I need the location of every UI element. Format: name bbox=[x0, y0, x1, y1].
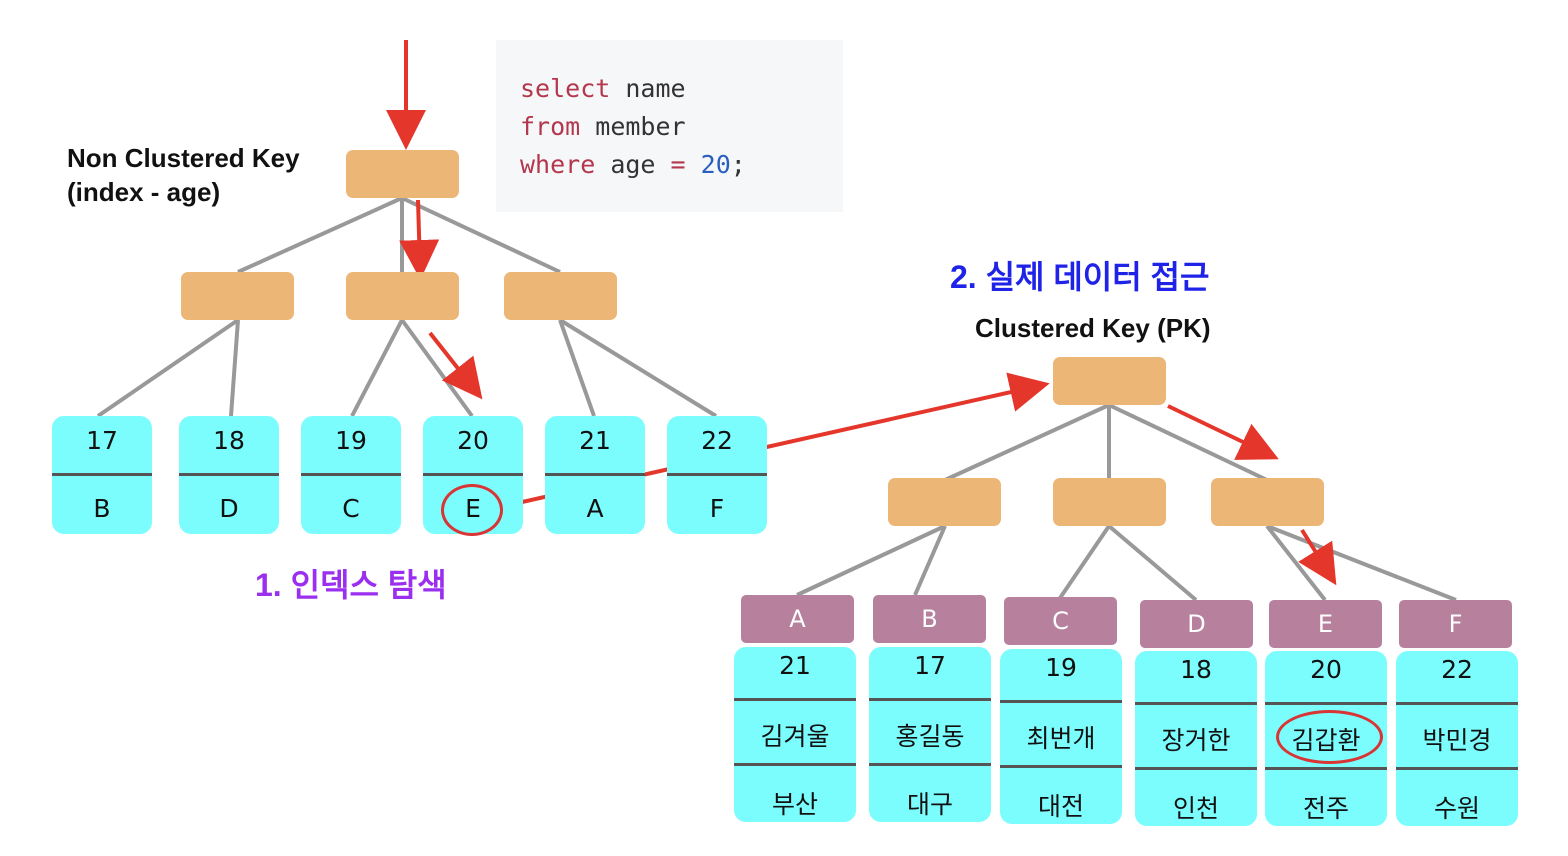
row-age: 21 bbox=[779, 651, 811, 680]
row-name: 김겨울 bbox=[760, 722, 830, 751]
row-city: 인천 bbox=[1172, 794, 1219, 823]
nonclustered-edges bbox=[96, 196, 718, 418]
data-row: 17 홍길동 대구 bbox=[869, 647, 991, 822]
row-city: 대전 bbox=[1037, 792, 1084, 821]
index-leaf: 22 F bbox=[667, 416, 767, 534]
step1-label: 1. 인덱스 탐색 bbox=[255, 567, 447, 603]
leaf-value: B bbox=[93, 494, 111, 523]
sql-text: name bbox=[610, 74, 686, 103]
sql-operator: = bbox=[670, 150, 686, 179]
row-city: 부산 bbox=[771, 790, 818, 819]
sql-keyword: select bbox=[520, 74, 611, 103]
nonclustered-branch-node bbox=[181, 272, 294, 320]
data-row: 21 김겨울 부산 bbox=[734, 647, 856, 822]
leaf-key: 21 bbox=[579, 426, 611, 455]
sql-keyword: from bbox=[520, 112, 581, 141]
row-age: 19 bbox=[1045, 653, 1077, 682]
pk-label: C bbox=[1004, 597, 1117, 645]
data-row: 19 최번개 대전 bbox=[1000, 649, 1122, 824]
step2-label: 2. 실제 데이터 접근 bbox=[950, 259, 1210, 295]
nonclustered-branch-node bbox=[346, 272, 459, 320]
row-age: 18 bbox=[1180, 655, 1212, 684]
row-city: 대구 bbox=[906, 790, 953, 819]
leaf-value: D bbox=[219, 494, 239, 523]
highlight-circle-row bbox=[1276, 710, 1383, 764]
sql-text: member bbox=[580, 112, 686, 141]
data-row: 18 장거한 인천 bbox=[1135, 651, 1257, 826]
clustered-edges bbox=[796, 403, 1457, 602]
pk-label: F bbox=[1399, 600, 1512, 648]
nonclustered-title: Non Clustered Key (index - age) bbox=[67, 141, 300, 209]
nonclustered-title-line1: Non Clustered Key bbox=[67, 143, 300, 173]
leaf-key: 22 bbox=[701, 426, 733, 455]
sql-line-select: select name bbox=[520, 70, 843, 108]
index-leaf: 18 D bbox=[179, 416, 279, 534]
clustered-branch-node bbox=[1053, 478, 1166, 526]
leaf-value: C bbox=[342, 494, 360, 523]
data-row: 22 박민경 수원 bbox=[1396, 651, 1518, 826]
sql-line-from: from member bbox=[520, 108, 843, 146]
highlight-circle-index bbox=[441, 484, 503, 536]
clustered-root-node bbox=[1053, 357, 1166, 405]
index-leaf: 21 A bbox=[545, 416, 645, 534]
nonclustered-root-node bbox=[346, 150, 459, 198]
clustered-branch-node bbox=[888, 478, 1001, 526]
sql-text: ; bbox=[730, 150, 746, 179]
leaf-key: 17 bbox=[86, 426, 118, 455]
index-leaf: 19 C bbox=[301, 416, 401, 534]
clustered-branch-node bbox=[1211, 478, 1324, 526]
pk-label: D bbox=[1140, 600, 1253, 648]
sql-line-where: where age = 20; bbox=[520, 146, 843, 184]
row-name: 홍길동 bbox=[895, 722, 965, 751]
clustered-title: Clustered Key (PK) bbox=[975, 313, 1211, 343]
sql-code-block: select name from member where age = 20; bbox=[496, 40, 843, 212]
pk-label: A bbox=[741, 595, 854, 643]
leaf-key: 20 bbox=[457, 426, 489, 455]
row-name: 장거한 bbox=[1161, 726, 1231, 755]
leaf-value: A bbox=[586, 494, 604, 523]
row-age: 22 bbox=[1441, 655, 1473, 684]
sql-text: age bbox=[595, 150, 671, 179]
sql-number: 20 bbox=[685, 150, 731, 179]
index-leaf: 20 E bbox=[423, 416, 523, 534]
row-city: 수원 bbox=[1433, 794, 1480, 823]
row-city: 전주 bbox=[1302, 794, 1349, 823]
row-name: 박민경 bbox=[1422, 726, 1492, 755]
pk-label: E bbox=[1269, 600, 1382, 648]
sql-keyword: where bbox=[520, 150, 596, 179]
nonclustered-branch-node bbox=[504, 272, 617, 320]
row-age: 20 bbox=[1310, 655, 1342, 684]
leaf-key: 18 bbox=[213, 426, 245, 455]
row-age: 17 bbox=[914, 651, 946, 680]
index-leaf: 17 B bbox=[52, 416, 152, 534]
nonclustered-title-line2: (index - age) bbox=[67, 177, 221, 207]
leaf-value: F bbox=[709, 494, 725, 523]
leaf-key: 19 bbox=[335, 426, 367, 455]
pk-label: B bbox=[873, 595, 986, 643]
row-name: 최번개 bbox=[1026, 724, 1096, 753]
